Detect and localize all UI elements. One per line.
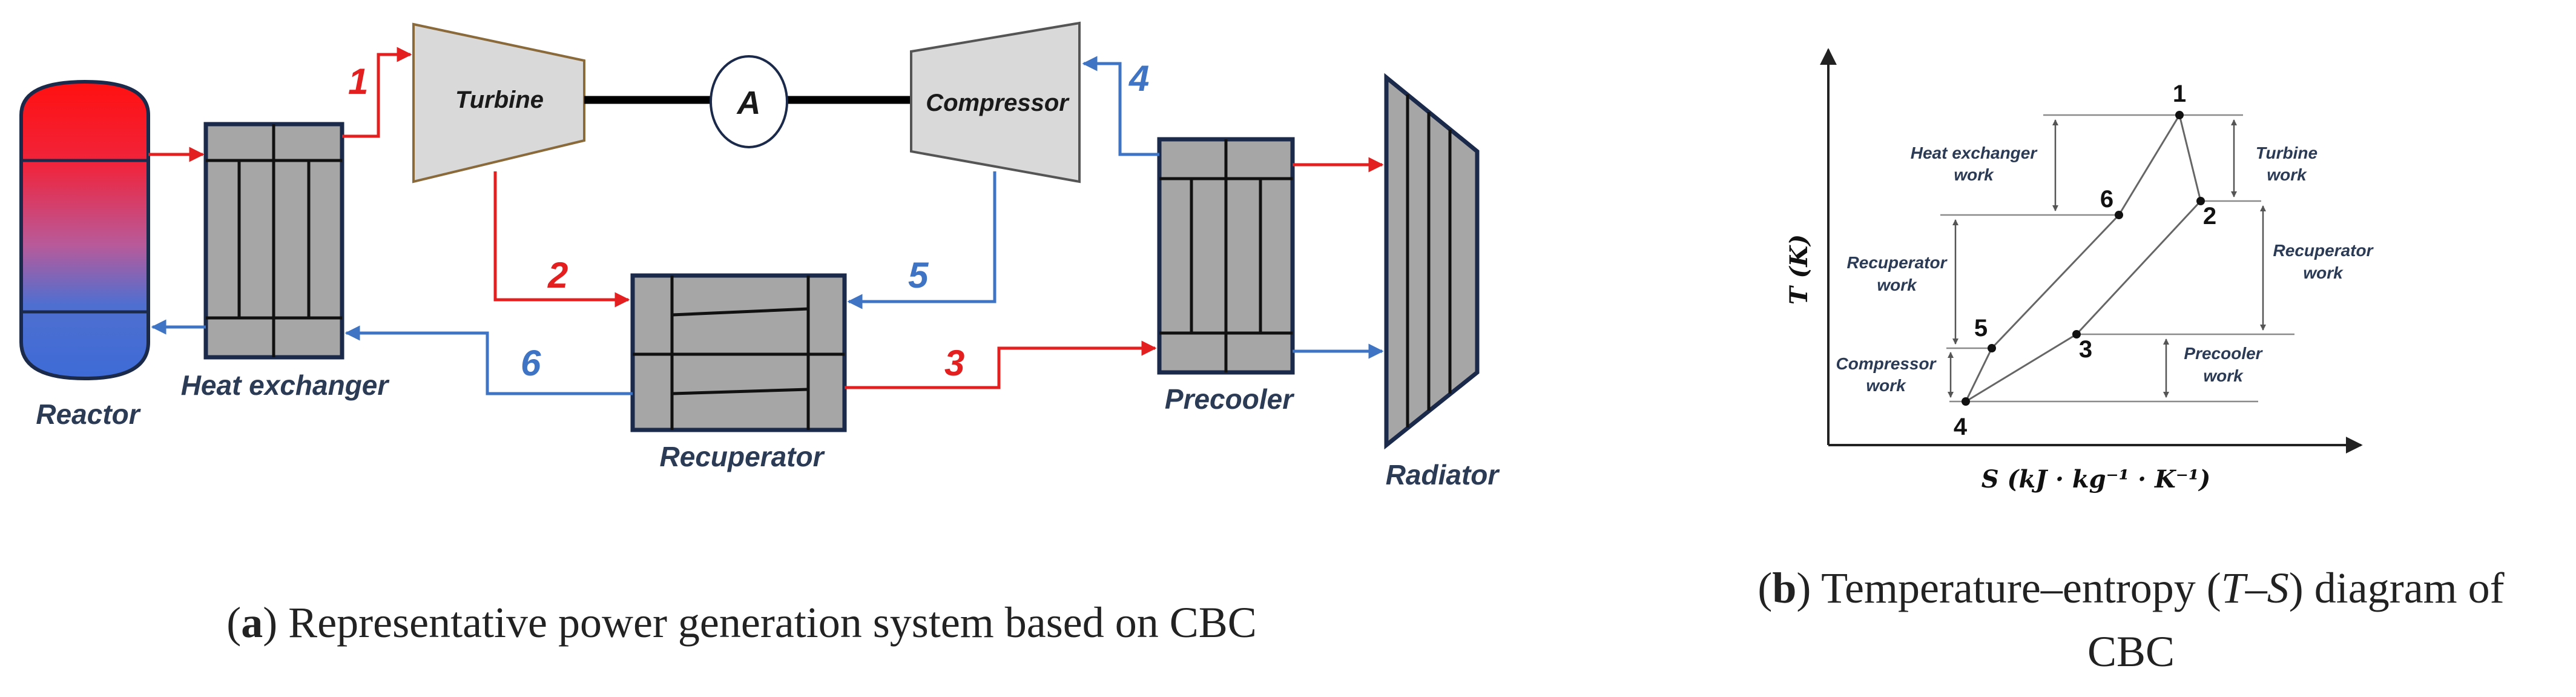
heat-exchanger-label: Heat exchanger [181,369,390,401]
flow-3-recuperator-to-precooler [845,340,1157,389]
state-point-1: 1 [348,61,368,102]
caption-b-t: T [2221,564,2248,612]
ts-dimension-arrows [1948,119,2266,398]
heat-exchanger [203,122,344,360]
ts-recuperator-work-right-line2: work [2303,263,2344,282]
cbc-system-diagram: Reactor Heat exchanger Turbine A Compres… [19,21,1500,491]
ts-recuperator-work-right-line1: Recuperator [2273,241,2374,260]
caption-b-s: S [2267,564,2289,612]
turbine [412,22,585,183]
ts-precooler-work-line2: work [2203,366,2244,385]
recuperator [630,273,847,432]
caption-a: (a) Representative power generation syst… [226,598,1257,647]
ts-compressor-work-line1: Compressor [1836,354,1937,373]
reactor [19,79,150,381]
ts-state-dots [1962,111,2205,406]
state-point-6: 6 [521,343,541,383]
ts-y-axis-label: T (K) [1785,234,1813,305]
flow-4-precooler-to-compressor [1082,56,1159,156]
ts-turbine-work-line1: Turbine [2256,144,2317,162]
ts-heat-exchanger-work-line1: Heat exchanger [1911,144,2038,162]
reactor-label: Reactor [36,398,140,430]
recuperator-label: Recuperator [660,441,825,472]
state-point-4: 4 [1128,58,1149,99]
ts-diagram: T (K) S (kJ · kg⁻¹ · K⁻¹) 1 2 3 4 5 6 [1785,48,2374,494]
flow-1-hx-to-turbine [342,47,412,138]
ts-reference-lines [1940,114,2294,403]
caption-b-before: Temperature–entropy ( [1811,564,2221,612]
alternator-label: A [736,85,761,121]
ts-point-2: 2 [2203,203,2216,230]
ts-point-3: 3 [2079,336,2092,363]
flow-2-turbine-to-recuperator [493,171,630,308]
ts-heat-exchanger-work-line2: work [1954,165,1994,184]
flow-5-compressor-to-recuperator [847,171,996,309]
ts-point-5: 5 [1974,315,1988,342]
alternator [710,55,788,148]
caption-b-dash: – [2245,564,2268,612]
state-point-2: 2 [547,255,568,296]
caption-a-text: Representative power generation system b… [277,598,1257,647]
turbine-label: Turbine [455,87,544,113]
caption-b-after: ) diagram of [2289,564,2505,612]
ts-compressor-work-line2: work [1866,376,1906,395]
ts-recuperator-work-left-line1: Recuperator [1847,253,1948,272]
caption-b-line2: CBC [2087,627,2175,676]
radiator [1384,73,1480,450]
caption-b-tag: b [1772,564,1796,612]
ts-turbine-work-line2: work [2267,165,2307,184]
ts-x-axis-label: S (kJ · kg⁻¹ · K⁻¹) [1981,465,2211,494]
ts-point-1: 1 [2173,81,2186,107]
ts-point-6: 6 [2100,186,2113,213]
compressor [910,21,1081,183]
radiator-label: Radiator [1386,459,1500,491]
ts-precooler-work-line1: Precooler [2184,344,2263,363]
precooler-label: Precooler [1165,383,1294,415]
caption-a-tag: a [241,598,263,647]
state-point-5: 5 [908,255,929,296]
ts-recuperator-work-left-line2: work [1877,276,1917,294]
compressor-label: Compressor [926,90,1070,116]
precooler [1157,137,1295,375]
ts-point-4: 4 [1954,414,1968,440]
caption-b-line1: (b) Temperature–entropy (T–S) diagram of [1757,564,2504,612]
state-point-3: 3 [944,343,964,383]
flow-6-recuperator-to-hx [344,325,633,395]
